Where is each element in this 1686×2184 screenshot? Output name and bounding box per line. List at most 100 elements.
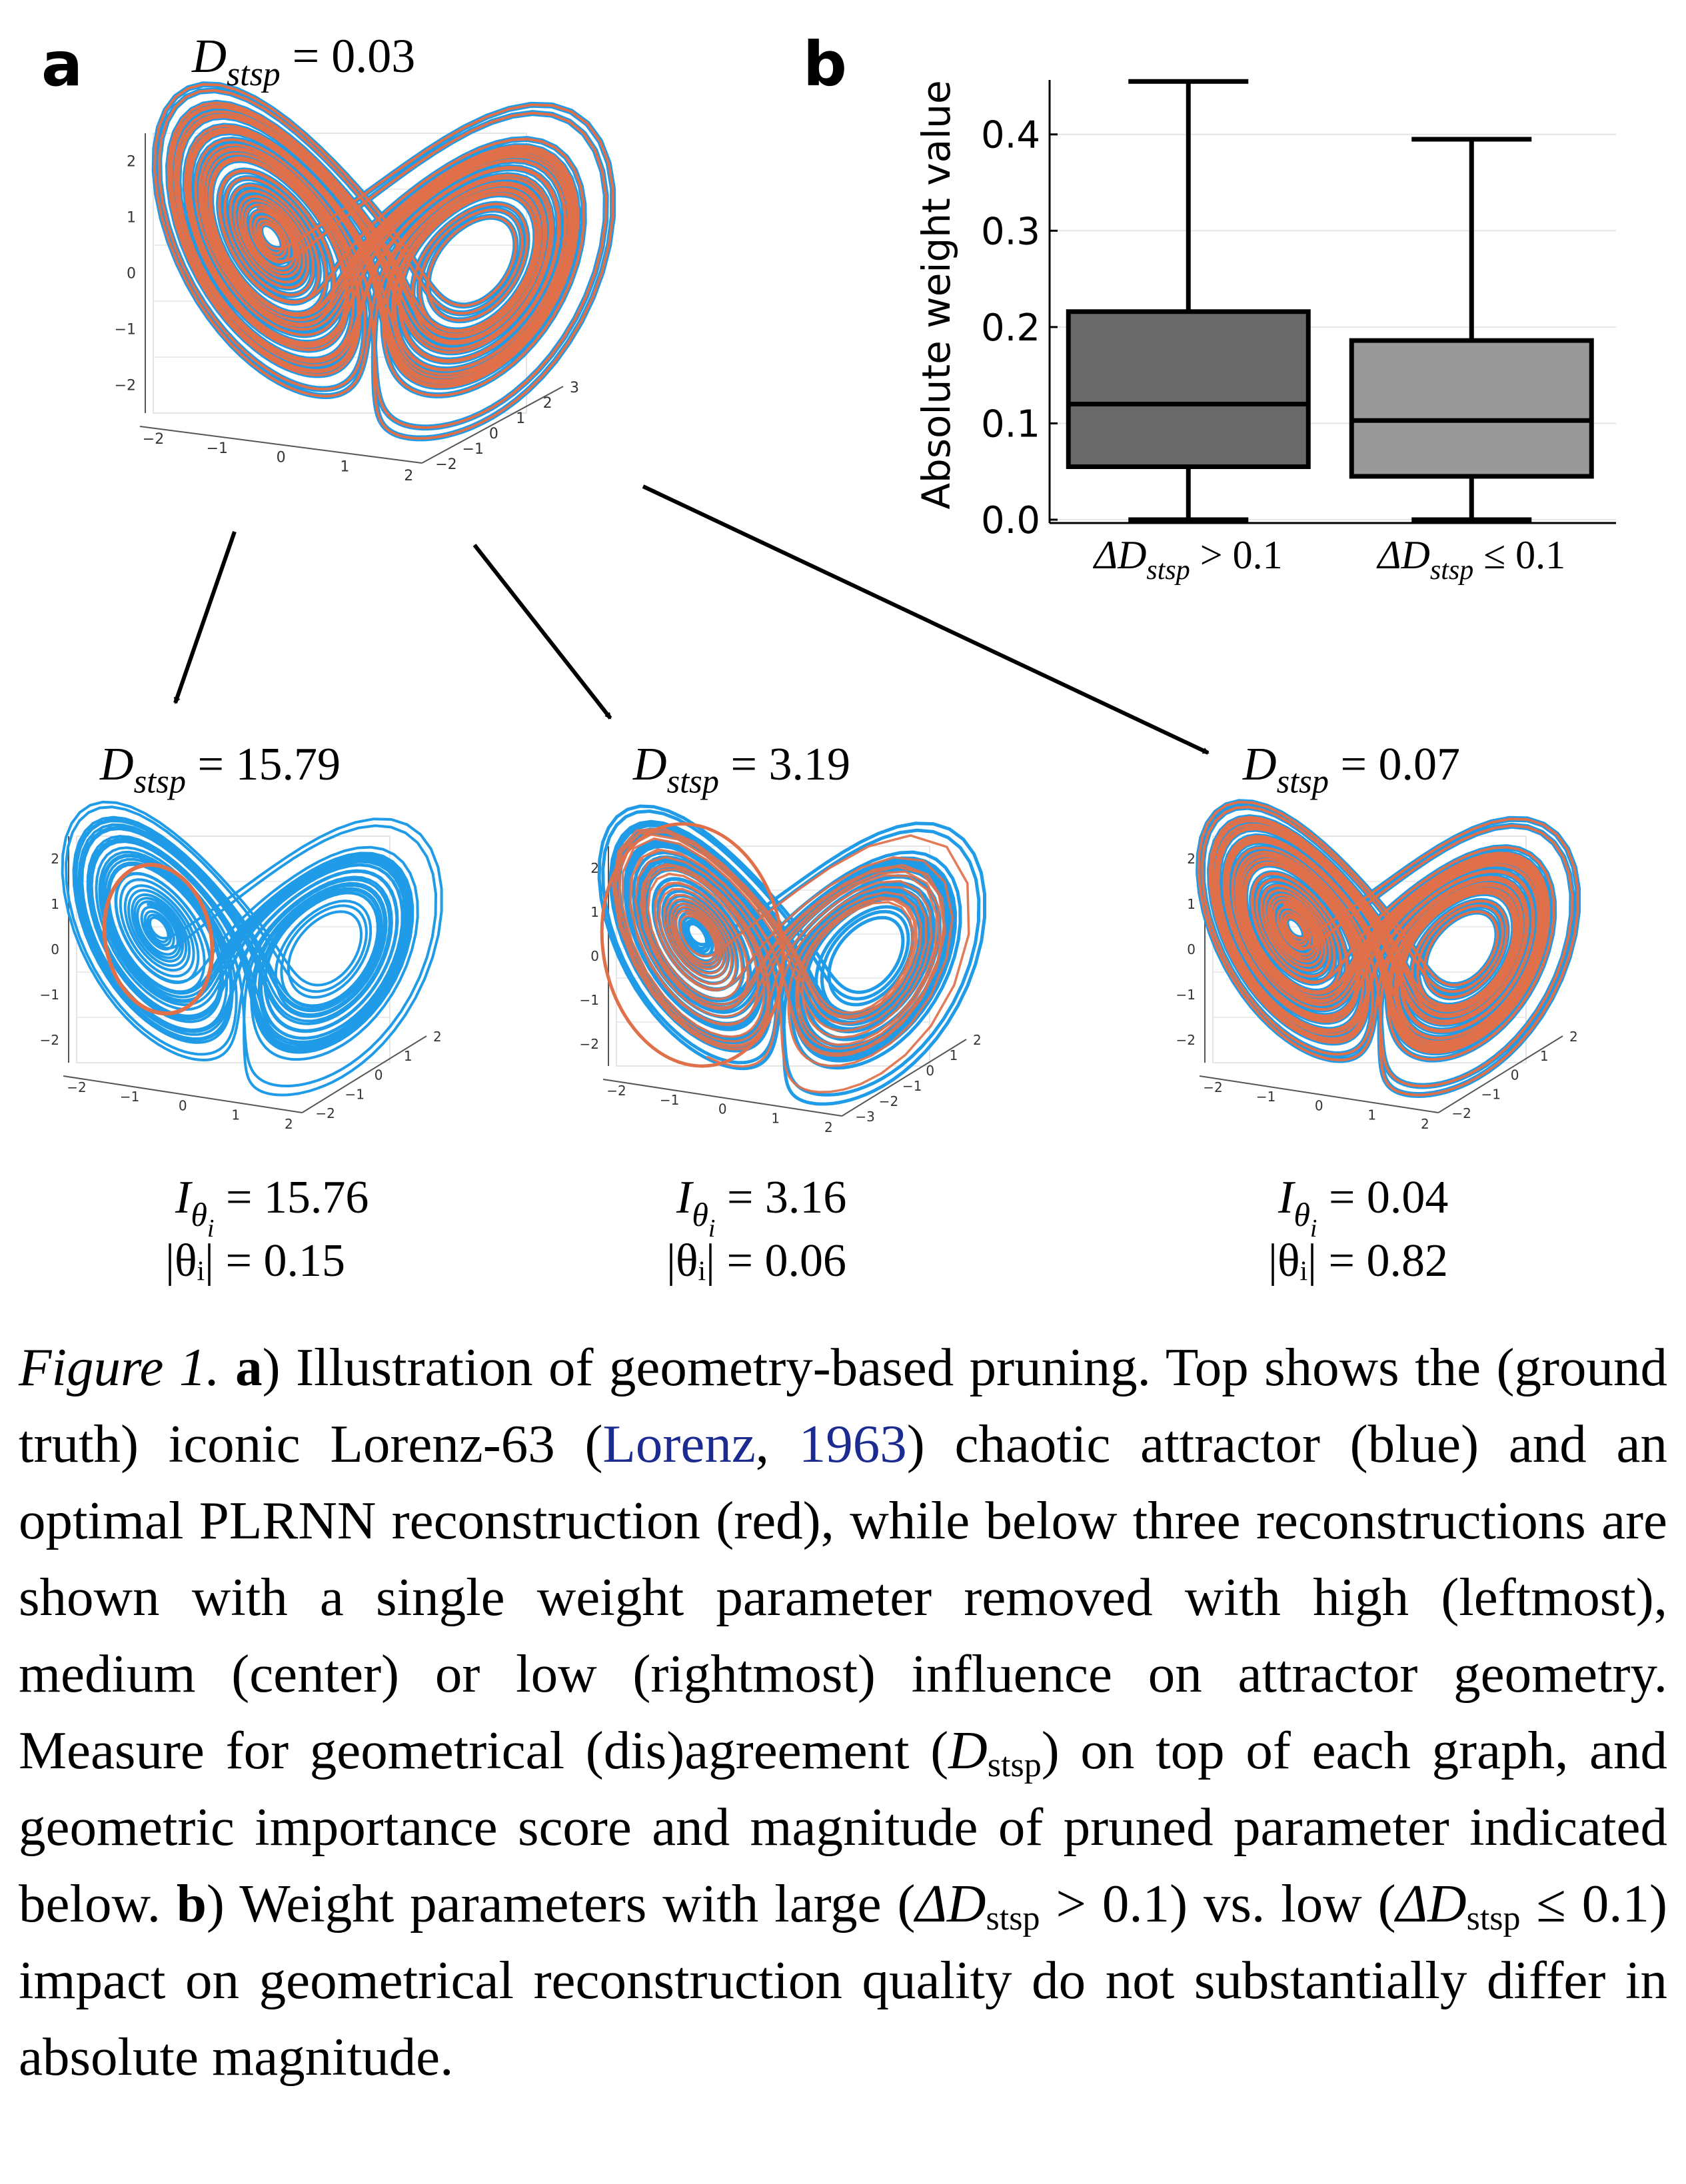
caption-text-4: ) Weight parameters with large ( (206, 1874, 916, 1933)
caption-dstsp-2-sub: stsp (986, 1900, 1040, 1937)
plot-title-2: Dstsp = 0.07 (1242, 739, 1460, 800)
y-tick-label: 2 (543, 395, 552, 412)
reference-year-link[interactable]: 1963 (798, 1414, 907, 1474)
z-tick-label: −1 (1176, 987, 1196, 1003)
z-tick-label: 0 (1187, 941, 1196, 957)
plot-title-1: Dstsp = 3.19 (632, 739, 850, 800)
z-tick-label: −2 (40, 1032, 59, 1048)
influence-score-0: Iθi = 15.76 (175, 1172, 369, 1243)
reference-author-link[interactable]: Lorenz (602, 1414, 756, 1474)
reconstruction-trajectory (612, 827, 970, 1093)
caption-text-2: ) chaotic attractor (blue) and an optima… (19, 1414, 1667, 1780)
y-tick-label: 1 (404, 1048, 413, 1064)
y-tick-label: 2 (973, 1032, 982, 1048)
arrow-to-right (642, 484, 1210, 755)
plot-title-0: Dstsp = 15.79 (99, 739, 341, 800)
ground-truth-trajectory (61, 800, 443, 1097)
caption-ref-sep: , (755, 1414, 799, 1474)
z-tick-label: 1 (590, 904, 599, 920)
y-tick-label: 1 (1540, 1048, 1549, 1064)
x-tick-label: −2 (143, 431, 164, 448)
y-axis-line (421, 386, 564, 464)
y-tick-label: −2 (435, 456, 456, 473)
x-tick-label: 0 (1315, 1098, 1323, 1114)
x-tick-label: 0 (718, 1101, 727, 1117)
x-tick-label: 2 (1421, 1116, 1429, 1132)
x-axis-line (602, 1079, 842, 1117)
caption-b-marker: b (176, 1874, 207, 1933)
x-tick-label: −1 (207, 440, 228, 457)
x-tick-label: −2 (606, 1083, 626, 1099)
y-tick-label: 0.4 (981, 114, 1040, 157)
x-tick-label: −1 (660, 1092, 679, 1108)
caption-dstsp-3-sub: stsp (1466, 1900, 1521, 1937)
panel-a-letter: a (41, 29, 83, 100)
z-tick-label: 2 (127, 154, 136, 171)
z-tick-label: −1 (40, 987, 59, 1003)
x-tick-label: 1 (771, 1110, 780, 1126)
x-axis-line (1199, 1075, 1439, 1113)
caption-text-5: > 0.1) vs. low ( (1040, 1874, 1396, 1933)
x-tick-label: 0 (179, 1098, 187, 1114)
y-tick-label: 0.3 (981, 210, 1040, 253)
figure-caption: Figure 1. a) Illustration of geometry-ba… (19, 1329, 1667, 2095)
box-iqr (1349, 338, 1594, 479)
plot-title-top: Dstsp = 0.03 (191, 29, 415, 93)
y-tick-label: 3 (570, 380, 579, 396)
reconstruction-trajectory (1197, 800, 1579, 1097)
x-tick-label: 0 (277, 450, 286, 466)
y-axis-line (841, 1039, 967, 1117)
x-axis-line (63, 1075, 303, 1113)
z-tick-label: −1 (580, 992, 599, 1008)
y-tick-label: 0.1 (981, 402, 1040, 446)
x-tick-label: −2 (67, 1079, 86, 1095)
y-tick-label: 1 (516, 410, 525, 427)
z-tick-label: −2 (1176, 1032, 1196, 1048)
caption-text-3: ) on top of each graph, and geometric im… (19, 1720, 1668, 1933)
parameter-magnitude-0: |θᵢ| = 0.15 (165, 1235, 345, 1287)
y-axis-line (301, 1035, 427, 1113)
x-axis-line (139, 426, 422, 464)
influence-score-2: Iθi = 0.04 (1277, 1172, 1448, 1243)
y-axis-line (1437, 1035, 1563, 1113)
z-tick-label: −2 (580, 1036, 599, 1052)
y-tick-label: −2 (1451, 1105, 1471, 1121)
y-tick-label: −2 (315, 1105, 335, 1121)
caption-text-6: ≤ 0.1) impact on geometrical reconstruct… (19, 1874, 1667, 2087)
caption-figure-label: Figure 1. (19, 1337, 220, 1397)
y-tick-label: −1 (462, 441, 484, 458)
y-tick-label: 2 (1569, 1029, 1578, 1045)
z-tick-label: −2 (115, 378, 136, 394)
caption-dstsp-2: ΔD (915, 1874, 986, 1933)
z-tick-label: 0 (127, 266, 136, 282)
z-tick-label: 1 (127, 210, 136, 227)
x-tick-label: 1 (340, 458, 349, 475)
z-tick-label: 2 (590, 860, 599, 876)
panel-b-letter: b (803, 29, 847, 100)
arrow-to-center (472, 544, 612, 720)
y-tick-label: 0.0 (981, 499, 1040, 542)
y-tick-label: 1 (950, 1047, 958, 1063)
y-tick-label: 2 (433, 1029, 442, 1045)
y-tick-label: 0 (375, 1067, 383, 1083)
caption-dstsp-1-sub: stsp (987, 1746, 1042, 1784)
y-tick-label: −1 (902, 1078, 922, 1094)
x-category-label: ΔDstsp ≤ 0.1 (1376, 533, 1565, 586)
z-tick-label: 1 (51, 896, 59, 912)
y-tick-label: −2 (879, 1093, 898, 1109)
reconstruction-limit-cycle (102, 863, 215, 1016)
y-tick-label: −1 (1481, 1086, 1501, 1102)
reconstruction-outer-orbit (600, 822, 785, 1068)
x-tick-label: 2 (404, 468, 413, 484)
y-axis-title: Absolute weight value (914, 80, 959, 509)
z-tick-label: 2 (1187, 851, 1196, 867)
parameter-magnitude-1: |θᵢ| = 0.06 (666, 1235, 846, 1287)
arrow-to-left (173, 531, 237, 704)
caption-dstsp-1: D (948, 1720, 988, 1780)
y-tick-label: 0 (1511, 1067, 1519, 1083)
